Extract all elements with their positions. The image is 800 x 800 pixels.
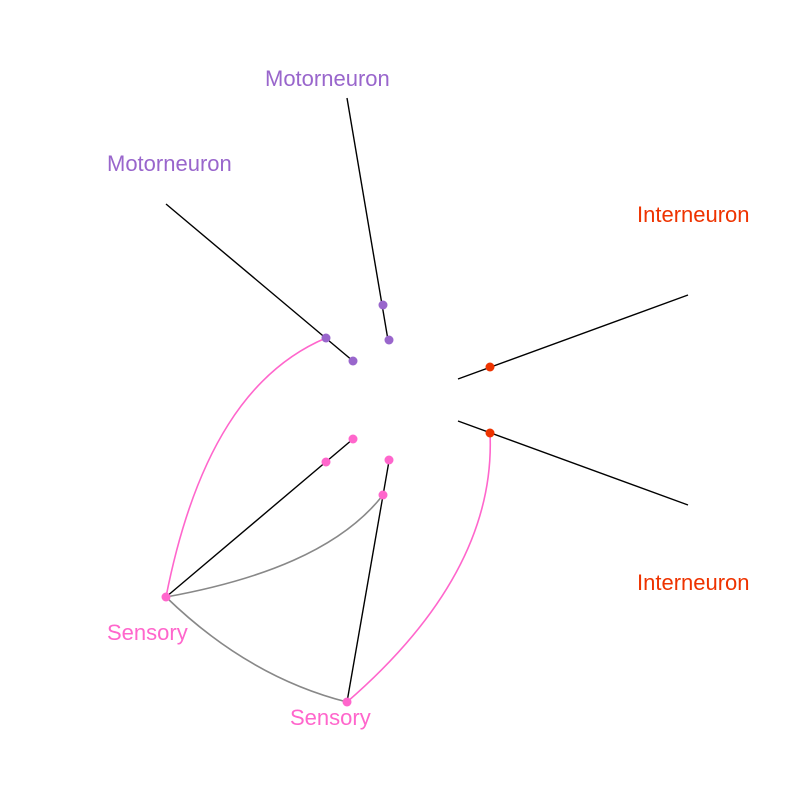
edge-sensory-sensory-2 [165, 596, 348, 703]
node-sensory [348, 434, 358, 444]
axis-inter-b [457, 420, 689, 506]
node-motor [348, 356, 358, 366]
label-motorneuron-top: Motorneuron [265, 66, 390, 91]
label-interneuron-bottom: Interneuron [637, 570, 750, 595]
label-sensory-left: Sensory [107, 620, 188, 645]
node-sensory [378, 490, 388, 500]
node-sensory [321, 457, 331, 467]
node-inter [485, 428, 495, 438]
label-sensory-bottom: Sensory [290, 705, 371, 730]
node-motor [321, 333, 331, 343]
label-motorneuron-left: Motorneuron [107, 151, 232, 176]
edge-sensory-inter [346, 432, 492, 703]
label-interneuron-top: Interneuron [637, 202, 750, 227]
axis-motor-b [346, 97, 389, 341]
axis-inter-a [457, 294, 689, 380]
axis-sensory-a [165, 438, 354, 598]
node-motor [378, 300, 388, 310]
edge-sensory-sensory-1 [165, 494, 384, 598]
edge-sensory-motor [165, 337, 327, 598]
axis-sensory-b [346, 460, 390, 703]
node-motor [384, 335, 394, 345]
node-sensory [342, 697, 352, 707]
node-sensory [384, 455, 394, 465]
node-inter [485, 362, 495, 372]
node-sensory [161, 592, 171, 602]
axis-motor-a [165, 203, 354, 362]
